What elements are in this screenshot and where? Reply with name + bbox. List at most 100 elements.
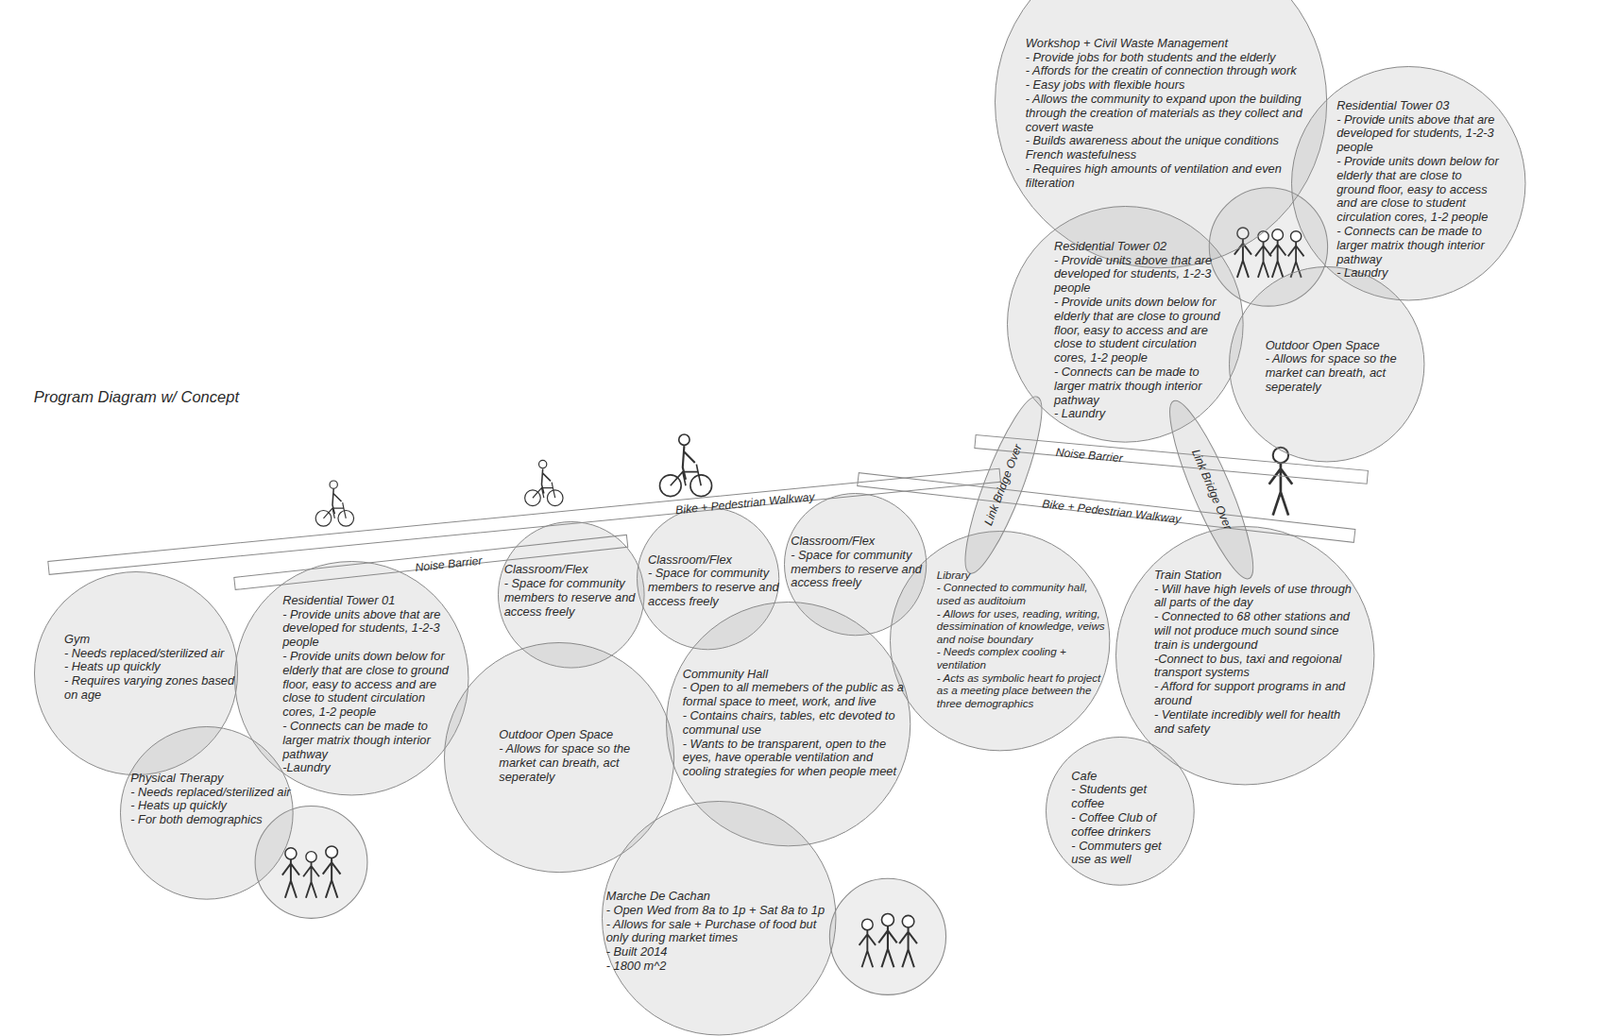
- program-note: - Heats up quickly: [64, 660, 240, 675]
- program-heading: Outdoor Open Space: [498, 728, 640, 743]
- program-heading: Library: [936, 568, 1109, 582]
- person-figure: [323, 846, 341, 899]
- program-note: - Laundry: [1054, 407, 1224, 422]
- program-note: -Laundry: [282, 761, 452, 776]
- program-note: - Space for community members to reserve…: [790, 548, 926, 591]
- program-note: - Requires high amounts of ventilation a…: [1025, 162, 1314, 191]
- program-note: - Coffee Club of coffee drinkers: [1071, 811, 1182, 840]
- person-figure: [899, 915, 918, 968]
- program-heading: Marche De Cachan: [606, 889, 834, 904]
- text-group: Train Station- Will have high levels of …: [1154, 568, 1357, 737]
- cyclist-figure: [525, 459, 563, 506]
- circle-shape: [1291, 67, 1525, 301]
- program-note: - Commuters get use as well: [1071, 839, 1182, 869]
- program-heading: Physical Therapy: [130, 771, 296, 786]
- program-note: - Easy jobs with flexible hours: [1025, 78, 1314, 93]
- band-label: Bike + Pedestrian Walkway: [1040, 498, 1181, 528]
- program-note: - Provide units above that are developed…: [1054, 254, 1224, 296]
- program-note: - For both demographics: [130, 813, 296, 828]
- program-note: - Provide units above that are developed…: [282, 608, 452, 650]
- program-note: - Open to all memebers of the public as …: [682, 680, 906, 710]
- cyclist-figure: [315, 480, 354, 527]
- program-note: - Afford for support programs in and aro…: [1154, 680, 1357, 709]
- program-note: - Laundry: [1336, 266, 1502, 281]
- ellipse-shape: [951, 390, 1055, 580]
- program-note: - Space for community members to reserve…: [647, 566, 783, 609]
- text-group: Outdoor Open Space- Allows for space so …: [1265, 339, 1407, 395]
- program-heading: Outdoor Open Space: [1265, 339, 1407, 354]
- program-note: - Wants to be transparent, open to the e…: [682, 737, 906, 780]
- program-circle: Residential Tower 03- Provide units abov…: [1291, 66, 1526, 301]
- program-note: - Contains chairs, tables, etc devoted t…: [682, 709, 906, 738]
- figure-circle: [829, 878, 946, 995]
- text-group: Outdoor Open Space- Allows for space so …: [498, 728, 640, 784]
- program-heading: Residential Tower 02: [1054, 239, 1224, 255]
- text-group: Library- Connected to community hall, us…: [936, 568, 1109, 711]
- program-note: - Affords for the creatin of connection …: [1025, 64, 1314, 79]
- program-heading: Classroom/Flex: [647, 553, 783, 568]
- program-note: - Provide units above that are developed…: [1336, 113, 1502, 155]
- program-note: - Allows for uses, reading, writing, des…: [936, 607, 1109, 647]
- program-note: - Ventilate incredibly well for health a…: [1154, 708, 1357, 737]
- text-group: Classroom/Flex- Space for community memb…: [790, 534, 926, 591]
- program-note: - Provide jobs for both students and the…: [1025, 51, 1314, 66]
- program-note: - Connects can be made to larger matrix …: [1054, 365, 1224, 408]
- program-note: - Connects can be made to larger matrix …: [1336, 224, 1502, 267]
- program-note: - Students get coffee: [1071, 782, 1182, 812]
- program-note: - Provide units down below for elderly t…: [1336, 154, 1502, 225]
- band-label: Noise Barrier: [1055, 446, 1124, 465]
- text-group: Gym- Needs replaced/sterilized air- Heat…: [64, 632, 240, 703]
- text-group: Classroom/Flex- Space for community memb…: [504, 562, 640, 619]
- program-note: - Provide units down below for elderly t…: [1054, 295, 1224, 366]
- program-note: - Allows for space so the market can bre…: [498, 742, 640, 784]
- text-group: Physical Therapy- Needs replaced/sterili…: [130, 771, 296, 828]
- program-note: - Connected to 68 other stations and wil…: [1154, 610, 1357, 652]
- program-circle: Physical Therapy- Needs replaced/sterili…: [119, 726, 294, 901]
- person-figure: [878, 913, 897, 968]
- program-note: - Allows for space so the market can bre…: [1265, 352, 1407, 394]
- text-group: Classroom/Flex- Space for community memb…: [647, 553, 783, 610]
- diagram-title: Program Diagram w/ Concept: [34, 388, 239, 407]
- program-heading: Workshop + Civil Waste Management: [1025, 36, 1314, 52]
- person-figure: [303, 851, 320, 899]
- program-note: - Space for community members to reserve…: [504, 577, 640, 619]
- program-note: -Connect to bus, taxi and regoional tran…: [1154, 652, 1357, 681]
- program-note: - Built 2014: [606, 945, 834, 960]
- person-figure: [1269, 447, 1294, 516]
- program-note: - Requires varying zones based on age: [64, 674, 240, 703]
- text-group: Cafe- Students get coffee- Coffee Club o…: [1071, 769, 1182, 869]
- program-note: - Needs replaced/sterilized air: [64, 646, 240, 662]
- circle-shape: [1046, 737, 1195, 886]
- program-note: - Allows for sale + Purchase of food but…: [606, 918, 834, 947]
- program-heading: Cafe: [1071, 769, 1182, 784]
- program-note: - Connects can be made to larger matrix …: [282, 719, 452, 762]
- text-group: Community Hall- Open to all memebers of …: [682, 667, 906, 780]
- program-circle: Library- Connected to community hall, us…: [889, 530, 1110, 751]
- program-heading: Community Hall: [682, 667, 906, 682]
- program-note: - Acts as symbolic heart fo project as a…: [936, 671, 1109, 711]
- program-note: - Connected to community hall, used as a…: [936, 580, 1109, 607]
- program-note: - Heats up quickly: [130, 799, 296, 814]
- program-circle: Cafe- Students get coffee- Coffee Club o…: [1045, 736, 1195, 886]
- text-group: Residential Tower 01- Provide units abov…: [282, 594, 452, 776]
- text-group: Marche De Cachan- Open Wed from 8a to 1p…: [606, 889, 834, 974]
- program-note: - Provide units down below for elderly t…: [282, 649, 452, 720]
- program-note: - Needs replaced/sterilized air: [130, 785, 296, 800]
- program-note: - Builds awareness about the unique cond…: [1025, 134, 1314, 163]
- program-circle: Outdoor Open Space- Allows for space so …: [1228, 266, 1425, 462]
- circle-shape: [890, 530, 1110, 750]
- person-figure: [282, 848, 300, 899]
- program-heading: Classroom/Flex: [790, 534, 926, 549]
- text-group: Workshop + Civil Waste Management- Provi…: [1025, 36, 1314, 191]
- program-note: - Needs complex cooling + ventilation: [936, 645, 1109, 671]
- circle-shape: [602, 801, 836, 1036]
- program-heading: Train Station: [1154, 568, 1357, 583]
- program-note: - Allows the community to expand upon th…: [1025, 92, 1314, 135]
- program-note: - Will have high levels of use through a…: [1154, 582, 1357, 612]
- person-figure: [859, 919, 877, 968]
- text-group: Residential Tower 02- Provide units abov…: [1054, 239, 1224, 422]
- program-heading: Residential Tower 01: [282, 594, 452, 609]
- program-note: - Open Wed from 8a to 1p + Sat 8a to 1p: [606, 903, 834, 919]
- program-heading: Classroom/Flex: [504, 562, 640, 578]
